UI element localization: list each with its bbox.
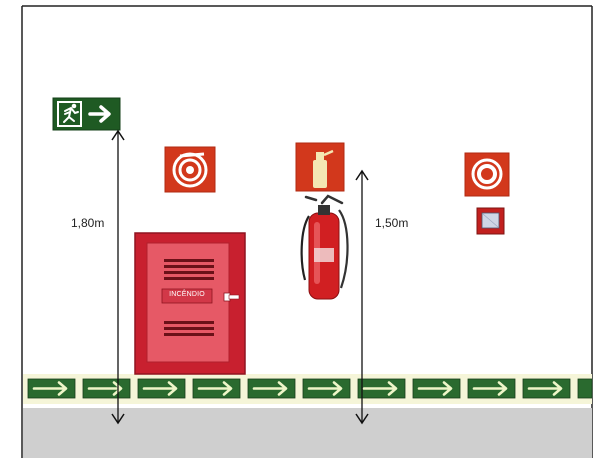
- strip-arrow-segment: [28, 379, 75, 398]
- strip-arrow-segment: [358, 379, 405, 398]
- fire-extinguisher: [302, 196, 348, 299]
- strip-arrow-segment: [523, 379, 570, 398]
- hose-cabinet: [135, 233, 245, 374]
- strip-arrow-segment: [468, 379, 515, 398]
- label-exit-height: 1,80m: [71, 216, 104, 230]
- strip-arrow-segment: [413, 379, 460, 398]
- strip-arrow-segment: [193, 379, 240, 398]
- hose-reel-sign: [165, 147, 215, 192]
- label-extinguisher-height: 1,50m: [375, 216, 408, 230]
- strip-arrow-segment: [83, 379, 130, 398]
- strip-arrow-segment: [578, 379, 592, 398]
- fire-alarm-sign: [465, 153, 509, 196]
- hose-cabinet-label: INCÊNDIO: [162, 291, 212, 298]
- cabinet-vent-bottom: [164, 321, 214, 336]
- strip-arrow-segment: [303, 379, 350, 398]
- extinguisher-sign: [296, 143, 344, 191]
- running-man-exit-icon: [59, 103, 80, 125]
- fire-hose-reel-icon: [174, 154, 206, 186]
- exit-sign: [53, 98, 120, 130]
- strip-arrow-segment: [248, 379, 295, 398]
- alarm-button: [477, 208, 504, 234]
- floor-guidance-strip: [23, 374, 592, 404]
- floor: [23, 408, 592, 458]
- strip-arrow-segment: [138, 379, 185, 398]
